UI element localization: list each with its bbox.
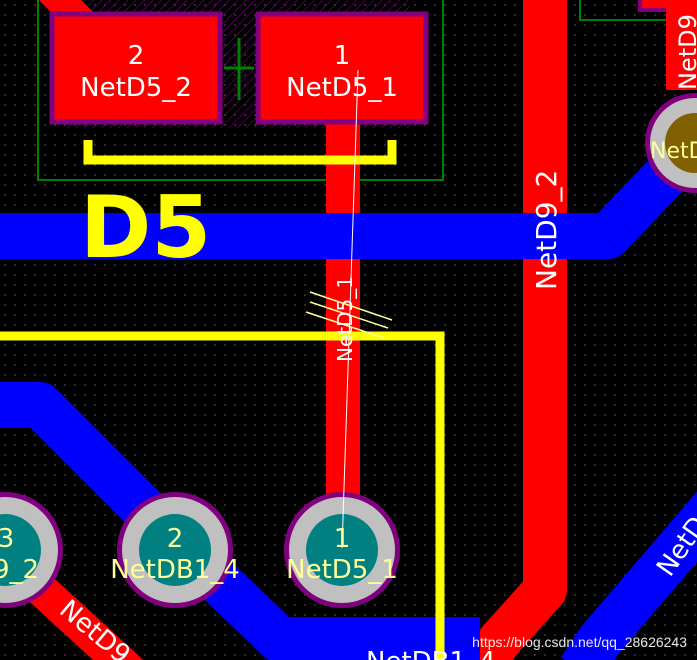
trace-d9-top-label: NetD9: [674, 14, 697, 90]
watermark-url: https://blog.csdn.net/qq_28626243: [472, 634, 687, 650]
through-pad-2[interactable]: [117, 492, 233, 608]
component-silkscreen-outline: [0, 331, 445, 660]
right-through-pad[interactable]: [645, 93, 697, 193]
through-pad-3-number: 3: [0, 524, 14, 554]
d5-designator: D5: [80, 178, 211, 278]
d5-pad-1-net: NetD5_1: [286, 73, 398, 103]
trace-d9-bottom-label: NetD9: [54, 594, 136, 660]
d5-courtyard: [37, 0, 444, 181]
net-tie-marks: [305, 291, 393, 339]
through-pad-2-number: 2: [167, 524, 184, 554]
trace-d9-2-label: NetD9_2: [530, 170, 563, 290]
d5-pad-2-net: NetD5_2: [80, 73, 192, 103]
d5-silkscreen-bracket: [83, 140, 397, 165]
right-pad-net: NetD: [650, 139, 697, 164]
d5-pad-2[interactable]: [49, 11, 223, 125]
trace-d5-1-label: NetD5_1: [333, 276, 357, 362]
through-pad-1-net: NetD5_1: [286, 555, 398, 585]
top-right-courtyard: [579, 0, 697, 21]
right-red-trace[interactable]: [666, 0, 697, 90]
through-pad-2-net: NetDB1_4: [110, 555, 240, 585]
trace-d9-2[interactable]: [457, 0, 567, 660]
through-pad-3[interactable]: [0, 492, 63, 608]
trace-blue-right[interactable]: [560, 491, 697, 660]
through-pad-1[interactable]: [284, 492, 400, 608]
d5-pad-2-number: 2: [128, 41, 145, 71]
through-pad-1-number: 1: [334, 524, 351, 554]
through-pad-3-net: D9_2: [0, 555, 39, 585]
ratsnest-connection: [341, 69, 359, 549]
polarity-plus-icon: [224, 38, 254, 100]
d5-pad-1[interactable]: [255, 11, 429, 125]
trace-db1-4-label: NetDB1_4: [366, 647, 496, 660]
d5-pad-1-number: 1: [334, 41, 351, 71]
